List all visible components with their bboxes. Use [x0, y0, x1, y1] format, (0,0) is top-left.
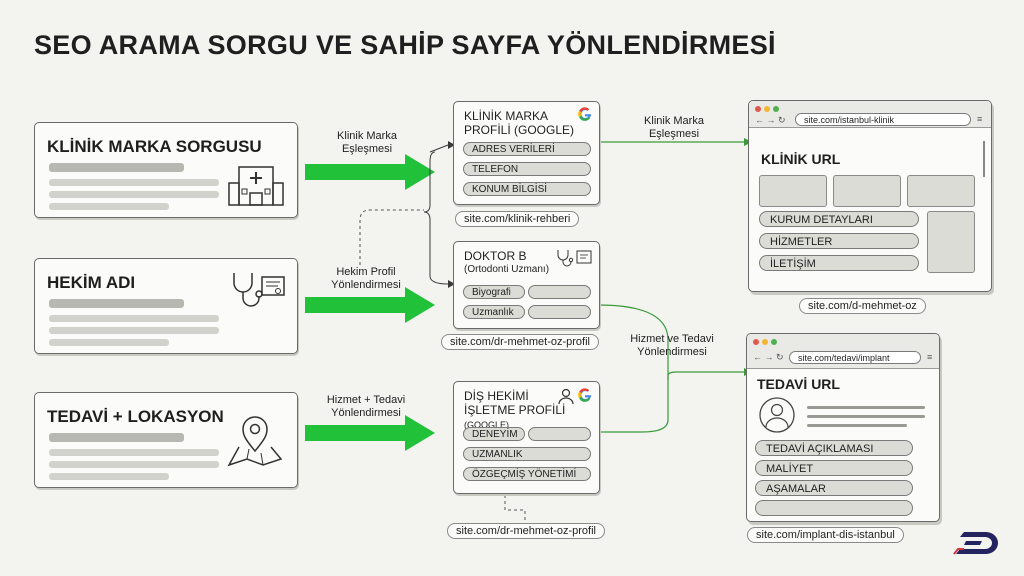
query-card-tedavi: TEDAVİ + LOKASYON	[34, 392, 298, 488]
browser-window-klinik: ← → ↻ site.com/istanbul-klinik ≡ KLİNİK …	[748, 100, 992, 292]
flow-label-hizmet: Hizmet + Tedavi Yönlendirmesi	[326, 394, 406, 419]
profile-pill: DENEYİM	[463, 427, 525, 441]
profile-pill-empty	[528, 427, 591, 441]
browser-pill: TEDAVİ AÇIKLAMASI	[755, 440, 913, 456]
map-pin-icon	[227, 416, 283, 467]
menu-icon[interactable]: ≡	[977, 114, 983, 124]
browser-pill: KURUM DETAYLARI	[759, 211, 919, 227]
profile-card-klinik-marka: KLİNİK MARKA PROFİLİ (GOOGLE) ADRES VERİ…	[453, 101, 600, 205]
browser-pill: HİZMETLER	[759, 233, 919, 249]
flow-label-hekim: Hekim Profil Yönlendirmesi	[331, 266, 401, 291]
browser-toolbar: ← → ↻ site.com/tedavi/implant ≡	[747, 334, 939, 369]
query-title: TEDAVİ + LOKASYON	[47, 407, 224, 426]
menu-icon[interactable]: ≡	[927, 352, 933, 362]
nav-arrows-icon[interactable]: ← → ↻	[753, 352, 784, 362]
doctor-avatar-icon	[759, 397, 795, 433]
profile-title: DİŞ HEKİMİ	[464, 389, 529, 403]
profile-url-klinik[interactable]: site.com/klinik-rehberi	[455, 211, 580, 227]
flow-label-marka-right: Klinik Marka Eşleşmesi	[644, 115, 704, 140]
profile-url-dis-hekimi[interactable]: site.com/dr-mehmet-oz-profil	[447, 523, 605, 539]
brand-d-logo	[953, 532, 998, 555]
arrow-hekim	[305, 287, 435, 323]
minimize-dot-icon[interactable]	[764, 106, 770, 112]
minimize-dot-icon[interactable]	[762, 339, 768, 345]
nav-arrows-icon[interactable]: ← → ↻	[755, 115, 786, 125]
profile-title: DOKTOR B	[464, 249, 527, 263]
address-bar[interactable]: site.com/tedavi/implant	[789, 351, 921, 364]
profile-pill: KONUM BİLGİSİ	[463, 182, 591, 196]
browser-caption-tedavi[interactable]: site.com/implant-dis-istanbul	[747, 527, 904, 543]
profile-pill: TELEFON	[463, 162, 591, 176]
maximize-dot-icon[interactable]	[773, 106, 779, 112]
profile-pill: ÖZGEÇMİŞ YÖNETİMİ	[463, 467, 591, 481]
profile-pill: Biyografi	[463, 285, 525, 299]
profile-title: KLİNİK MARKA	[464, 109, 549, 123]
profile-pill-empty	[528, 285, 591, 299]
clinic-building-icon	[228, 166, 284, 206]
browser-pill: AŞAMALAR	[755, 480, 913, 496]
stethoscope-certificate-icon	[233, 273, 285, 307]
address-bar[interactable]: site.com/istanbul-klinik	[795, 113, 971, 126]
google-g-icon	[578, 388, 592, 402]
profile-pill: Uzmanlık	[463, 305, 525, 319]
browser-pill-empty	[755, 500, 913, 516]
query-card-klinik: KLİNİK MARKA SORGUSU	[34, 122, 298, 218]
profile-card-dis-hekimi: DİŞ HEKİMİ İŞLETME PROFİLİ (GOOGLE) DENE…	[453, 381, 600, 494]
close-dot-icon[interactable]	[753, 339, 759, 345]
stethoscope-certificate-icon	[557, 250, 592, 267]
scrollbar[interactable]	[983, 141, 985, 177]
maximize-dot-icon[interactable]	[771, 339, 777, 345]
profile-pill-empty	[528, 305, 591, 319]
google-g-icon	[578, 107, 592, 121]
browser-toolbar: ← → ↻ site.com/istanbul-klinik ≡	[749, 101, 991, 128]
query-title: KLİNİK MARKA SORGUSU	[47, 137, 262, 156]
browser-page-title: KLİNİK URL	[761, 151, 841, 167]
profile-subtitle: (Ortodonti Uzmanı)	[464, 264, 550, 275]
query-title: HEKİM ADI	[47, 273, 136, 292]
browser-window-tedavi: ← → ↻ site.com/tedavi/implant ≡ TEDAVİ U…	[746, 333, 940, 522]
browser-pill: MALİYET	[755, 460, 913, 476]
user-icon	[558, 388, 574, 405]
profile-pill: ADRES VERİLERİ	[463, 142, 591, 156]
flow-label-hizmet-tedavi: Hizmet ve Tedavi Yönlendirmesi	[630, 333, 714, 358]
arrow-hizmet	[305, 415, 435, 451]
profile-card-doktor: DOKTOR B (Ortodonti Uzmanı) Biyografi Uz…	[453, 241, 600, 329]
browser-page-title: TEDAVİ URL	[757, 376, 840, 392]
profile-subtitle: PROFİLİ (GOOGLE)	[464, 123, 575, 137]
browser-caption-klinik[interactable]: site.com/d-mehmet-oz	[799, 298, 926, 314]
query-card-hekim: HEKİM ADI	[34, 258, 298, 354]
profile-subtitle: İŞLETME PROFİLİ	[464, 403, 566, 417]
browser-pill: İLETİŞİM	[759, 255, 919, 271]
close-dot-icon[interactable]	[755, 106, 761, 112]
profile-pill: UZMANLIK	[463, 447, 591, 461]
arrow-marka	[305, 154, 435, 190]
profile-subtitle-suffix: (GOOGLE)	[464, 420, 510, 430]
page-title: SEO ARAMA SORGU VE SAHİP SAYFA YÖNLENDİR…	[34, 30, 776, 60]
flow-label-marka: Klinik Marka Eşleşmesi	[337, 130, 397, 155]
profile-url-doktor[interactable]: site.com/dr-mehmet-oz-profil	[441, 334, 599, 350]
